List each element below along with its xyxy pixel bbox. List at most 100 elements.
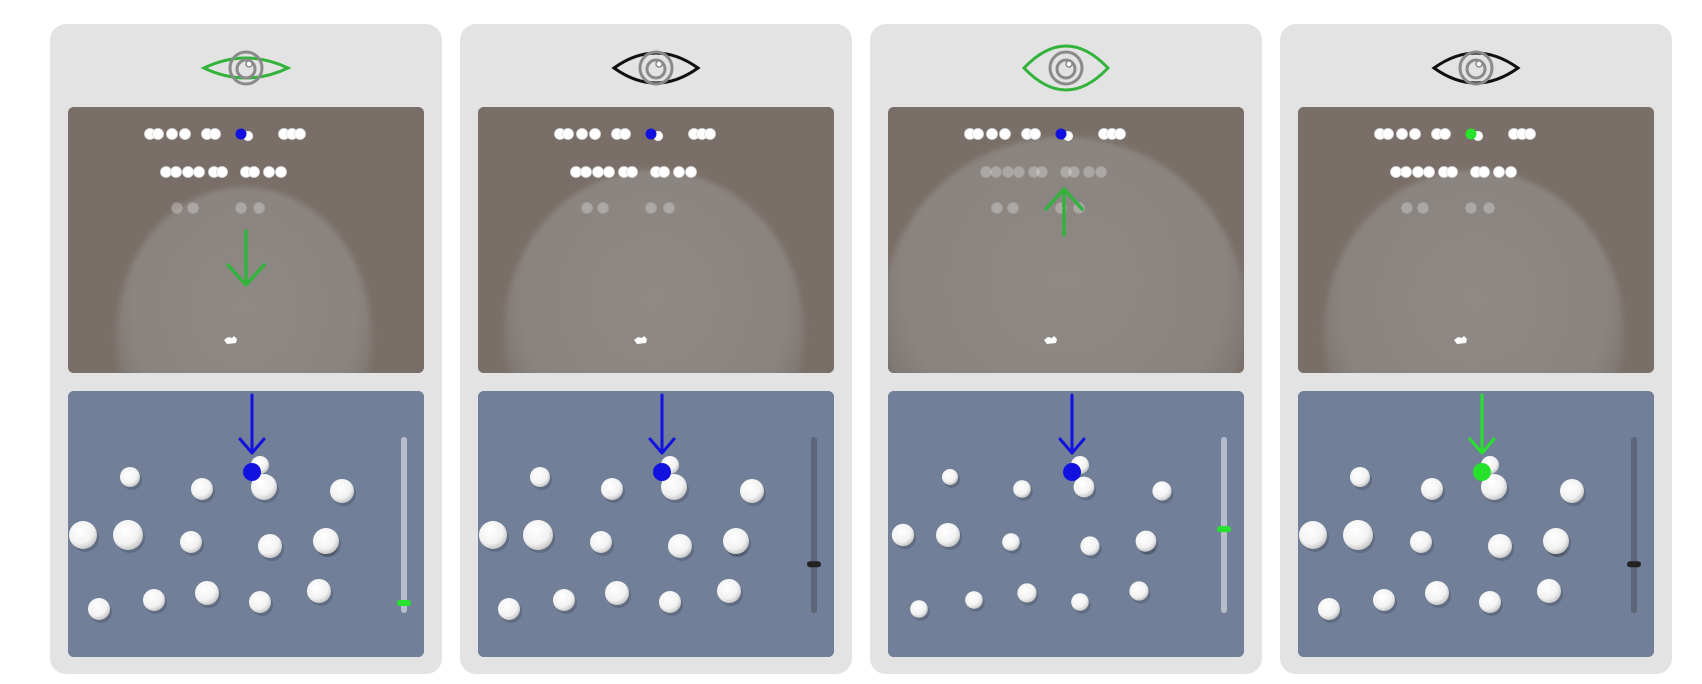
ball bbox=[659, 591, 681, 613]
ball bbox=[1439, 128, 1451, 140]
eye-highlight bbox=[1065, 60, 1073, 68]
down-arrow-icon bbox=[226, 229, 266, 287]
level-slider-knob[interactable] bbox=[1627, 561, 1641, 568]
ball bbox=[294, 128, 306, 140]
ball bbox=[658, 166, 670, 178]
top-down-view bbox=[1298, 391, 1654, 657]
level-slider-track[interactable] bbox=[1631, 437, 1637, 613]
camera-marker bbox=[224, 336, 237, 344]
ball bbox=[180, 531, 202, 553]
ball bbox=[1095, 166, 1107, 178]
ball bbox=[251, 474, 277, 500]
ball bbox=[685, 166, 697, 178]
ball bbox=[910, 600, 928, 618]
target-ball bbox=[235, 128, 247, 140]
ball bbox=[523, 520, 553, 550]
eye-icon bbox=[980, 38, 1152, 96]
ball bbox=[1410, 531, 1432, 553]
top-down-view bbox=[478, 391, 834, 657]
target-ball bbox=[1055, 128, 1067, 140]
ball bbox=[1135, 530, 1157, 552]
top-down-view bbox=[888, 391, 1244, 657]
ball bbox=[1083, 166, 1095, 178]
ball bbox=[179, 128, 191, 140]
ball bbox=[195, 581, 219, 605]
first-person-view bbox=[1298, 107, 1654, 373]
ball bbox=[740, 479, 764, 503]
target-ball bbox=[645, 128, 657, 140]
eye-pupil bbox=[1465, 58, 1487, 80]
eye-highlight bbox=[655, 60, 663, 68]
ball bbox=[209, 128, 221, 140]
up-arrow-icon bbox=[1044, 187, 1084, 237]
ball bbox=[216, 166, 228, 178]
camera-marker bbox=[1454, 336, 1467, 344]
ball bbox=[1425, 581, 1449, 605]
target-ball bbox=[1473, 463, 1491, 481]
ball bbox=[717, 579, 741, 603]
ball bbox=[592, 166, 604, 178]
ball bbox=[120, 467, 140, 487]
ball bbox=[275, 166, 287, 178]
ball bbox=[170, 166, 182, 178]
ball bbox=[723, 528, 749, 554]
ball bbox=[619, 128, 631, 140]
ball bbox=[986, 128, 998, 140]
ball bbox=[1465, 202, 1477, 214]
ball bbox=[991, 202, 1003, 214]
eye-pupil bbox=[1055, 58, 1077, 80]
ball bbox=[152, 128, 164, 140]
ball bbox=[891, 523, 915, 547]
viewer-sphere bbox=[504, 170, 804, 373]
ball bbox=[597, 202, 609, 214]
eye-outline bbox=[200, 56, 292, 80]
ball bbox=[1417, 202, 1429, 214]
ball bbox=[1505, 166, 1517, 178]
eye-iris bbox=[228, 50, 264, 86]
ball bbox=[1071, 593, 1089, 611]
ball bbox=[1373, 589, 1395, 611]
ball bbox=[166, 128, 178, 140]
ball bbox=[1421, 478, 1443, 500]
ball bbox=[1401, 202, 1413, 214]
ball bbox=[1537, 579, 1561, 603]
ball bbox=[1036, 166, 1048, 178]
down-arrow-icon bbox=[1058, 393, 1086, 455]
comparison-panel bbox=[50, 24, 442, 674]
ball bbox=[942, 469, 958, 485]
eye-iris bbox=[1458, 50, 1494, 86]
level-slider-knob[interactable] bbox=[807, 561, 821, 568]
camera-marker bbox=[1044, 336, 1057, 344]
ball bbox=[1446, 166, 1458, 178]
ball bbox=[1013, 166, 1025, 178]
ball bbox=[1400, 166, 1412, 178]
ball bbox=[1028, 166, 1040, 178]
level-slider-track[interactable] bbox=[401, 437, 407, 613]
ball bbox=[1318, 598, 1340, 620]
ball bbox=[1483, 202, 1495, 214]
eye-pupil bbox=[645, 58, 667, 80]
target-ball bbox=[653, 463, 671, 481]
ball bbox=[673, 166, 685, 178]
eye-pupil bbox=[235, 58, 257, 80]
ball bbox=[581, 202, 593, 214]
ball bbox=[562, 128, 574, 140]
ball bbox=[249, 591, 271, 613]
ball bbox=[605, 581, 629, 605]
ball bbox=[1543, 528, 1569, 554]
ball bbox=[626, 166, 638, 178]
level-slider-knob[interactable] bbox=[397, 600, 411, 606]
ball bbox=[1343, 520, 1373, 550]
ball bbox=[990, 166, 1002, 178]
level-slider-knob[interactable] bbox=[1217, 526, 1231, 533]
ball bbox=[1152, 481, 1172, 501]
eye-highlight bbox=[245, 60, 253, 68]
ball bbox=[580, 166, 592, 178]
ball bbox=[530, 467, 550, 487]
eye-highlight bbox=[1475, 60, 1483, 68]
level-slider-track[interactable] bbox=[1221, 437, 1227, 613]
level-slider-track[interactable] bbox=[811, 437, 817, 613]
ball bbox=[313, 528, 339, 554]
ball bbox=[1029, 128, 1041, 140]
first-person-view bbox=[888, 107, 1244, 373]
